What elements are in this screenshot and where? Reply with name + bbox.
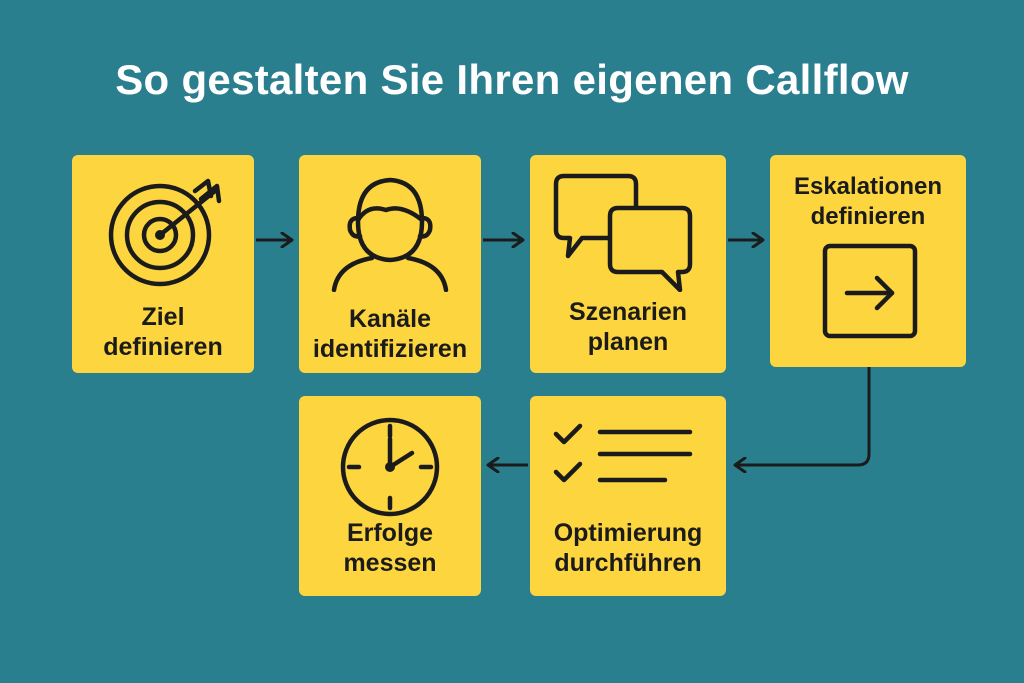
arrow-box-icon <box>822 243 918 339</box>
clock-icon <box>340 417 440 517</box>
step-optimierung-durchfuehren: Optimierung durchführen <box>530 396 726 596</box>
chat-bubbles-icon <box>553 173 693 292</box>
page-title: So gestalten Sie Ihren eigenen Callflow <box>115 56 909 103</box>
checklist-icon <box>553 423 693 483</box>
step-label: Erfolge messen <box>343 519 437 577</box>
step-eskalationen-definieren: Eskalationen definieren <box>770 155 966 367</box>
step-kanaele-identifizieren: Kanäle identifizieren <box>299 155 481 373</box>
step-szenarien-planen: Szenarien planen <box>530 155 726 373</box>
step-label: Kanäle identifizieren <box>312 305 468 363</box>
step-label: Optimierung durchführen <box>553 519 703 577</box>
step-label: Eskalationen definieren <box>793 173 943 230</box>
connector-arrow-4-6 <box>735 339 871 465</box>
step-label: Szenarien planen <box>568 298 688 356</box>
step-erfolge-messen: Erfolge messen <box>299 396 481 596</box>
step-ziel-definieren: Ziel definieren <box>72 155 254 373</box>
target-arrow-icon <box>108 178 222 287</box>
step-label: Ziel definieren <box>103 303 223 361</box>
person-icon <box>331 177 449 292</box>
